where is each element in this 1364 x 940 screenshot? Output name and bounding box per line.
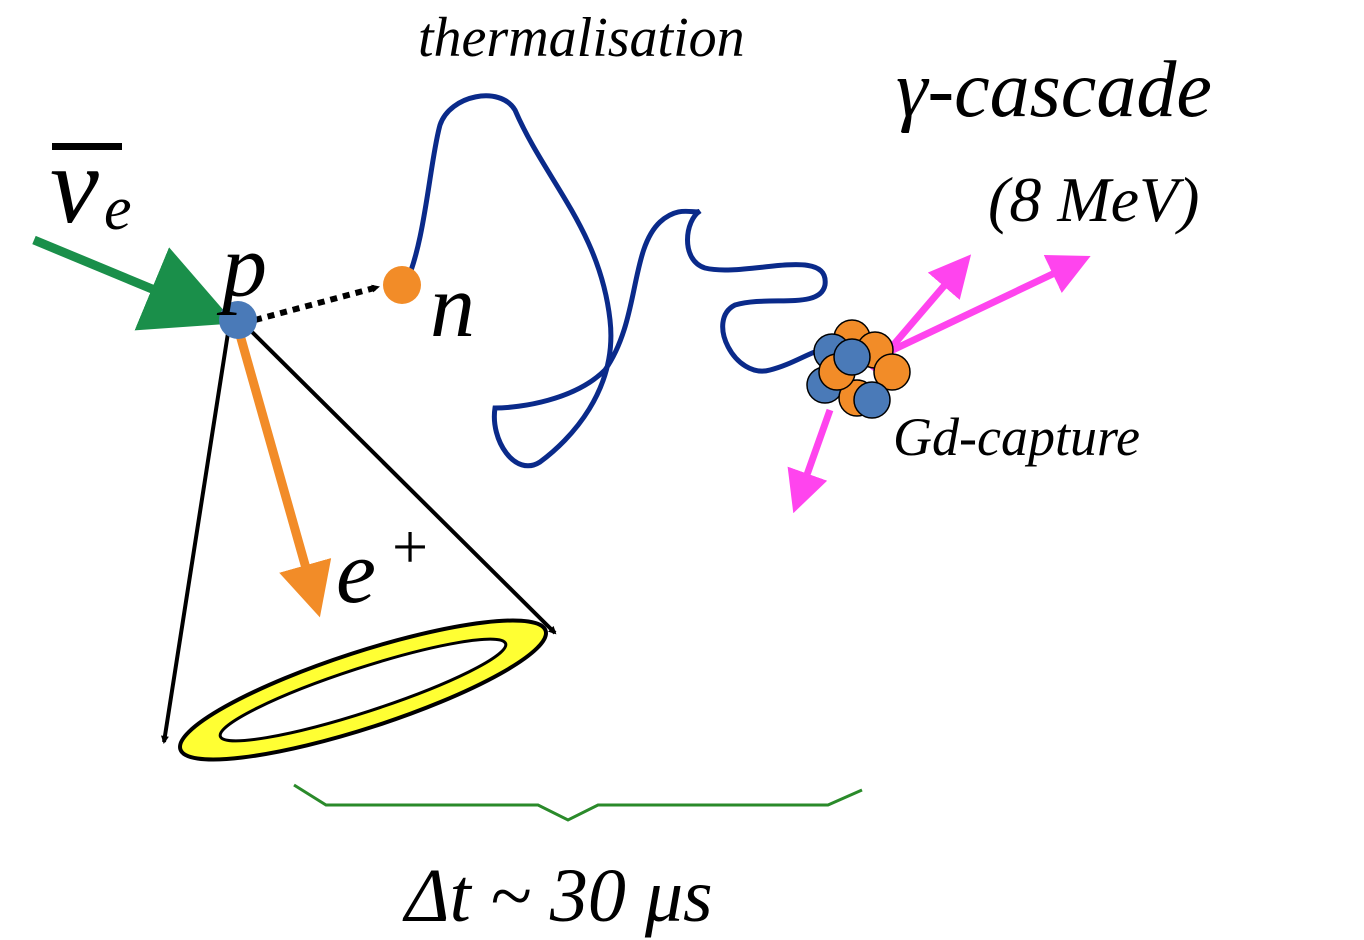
gd-capture-label: Gd-capture (893, 407, 1140, 467)
proton-neutron-arrow (254, 284, 380, 323)
thermalisation-label: thermalisation (418, 7, 745, 69)
gamma-arrow-2 (878, 255, 1091, 360)
cone-right-line (243, 323, 557, 635)
neutrino-arrow (32, 235, 235, 331)
time-brace (293, 783, 863, 822)
thermalisation-path (402, 93, 828, 469)
delta-t-label: Δt ~ 30 μs (405, 854, 713, 938)
proton-dot (219, 301, 257, 339)
neutron-dot (383, 266, 421, 304)
antineutrino-bar (52, 143, 122, 150)
gd-nucleus (806, 319, 911, 419)
gamma-arrow-3 (787, 408, 834, 514)
positron-label: e (336, 523, 376, 622)
antineutrino-symbol: ν (50, 124, 99, 246)
proton-label: p (222, 217, 267, 316)
positron-arrow (235, 333, 332, 618)
antineutrino-subscript: e (104, 175, 132, 243)
gamma-energy-label: (8 MeV) (988, 164, 1200, 235)
cone-left-line (160, 332, 230, 744)
gamma-cascade-label: γ-cascade (896, 46, 1212, 134)
neutron-label: n (430, 257, 475, 356)
positron-superscript: + (392, 511, 429, 582)
cherenkov-ring-inner (218, 637, 508, 743)
